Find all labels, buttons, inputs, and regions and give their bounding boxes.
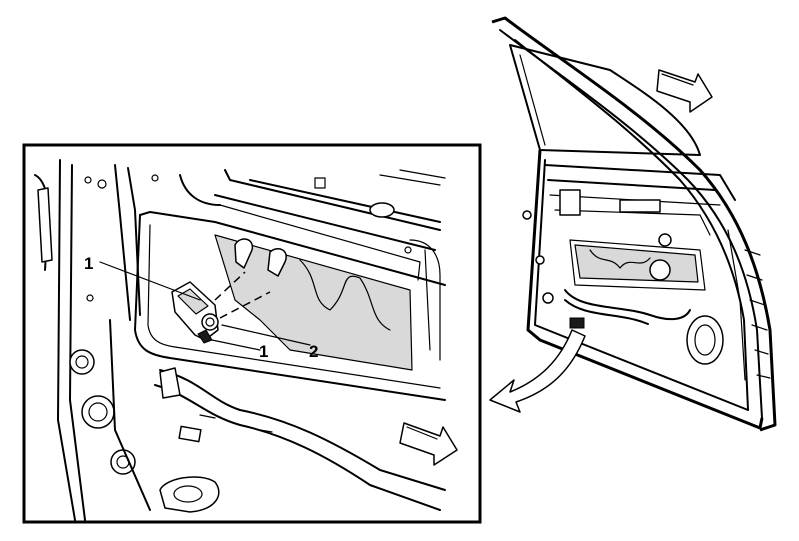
alignment-line <box>219 291 271 319</box>
callout-label: 2 <box>309 342 318 361</box>
door-overview <box>491 16 777 432</box>
forward-arrow-icon <box>399 422 458 466</box>
electrical-connector <box>171 281 219 344</box>
leader-line <box>221 324 311 346</box>
callout-label: 1 <box>84 254 93 273</box>
grommet <box>69 349 95 375</box>
curved-arrow-icon <box>489 329 586 413</box>
alignment-line <box>214 271 246 301</box>
retainer-clip <box>234 238 254 269</box>
leader-line <box>99 261 201 301</box>
detail-inset <box>22 143 482 524</box>
grommet <box>110 449 136 475</box>
direction-arrow-icon <box>656 69 713 113</box>
leader-line <box>211 339 261 351</box>
callout-label: 1 <box>259 342 268 361</box>
grommet <box>81 395 115 429</box>
retainer-clip <box>267 248 287 277</box>
